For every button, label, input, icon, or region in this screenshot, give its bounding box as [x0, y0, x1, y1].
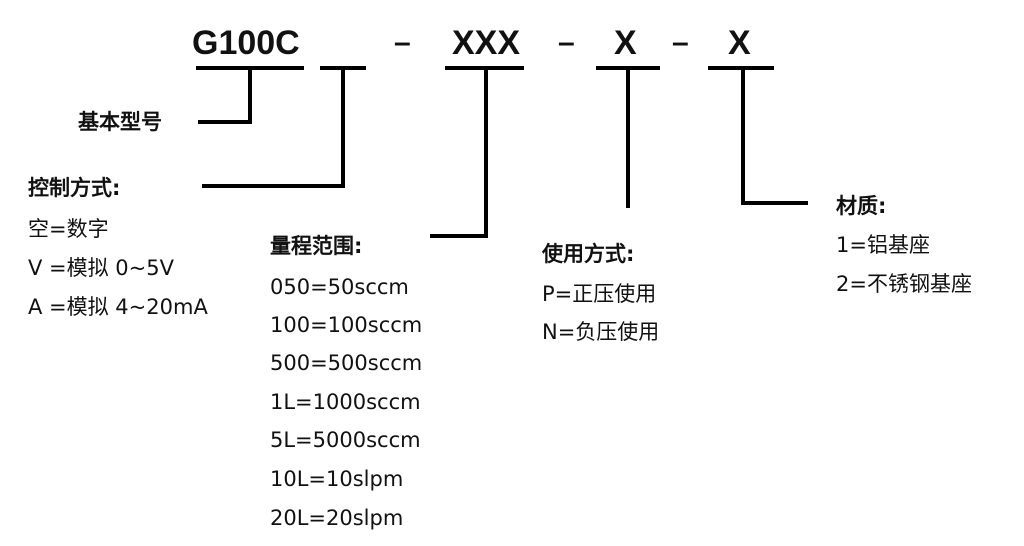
code-dash-3: – — [672, 26, 689, 59]
code-dash-2: – — [558, 26, 575, 59]
code-dash-1: – — [394, 26, 411, 59]
control-title: 控制方式: — [28, 176, 121, 200]
usage-option: N=负压使用 — [542, 320, 660, 344]
range-option: 5L=5000sccm — [270, 428, 421, 452]
connector-material — [741, 66, 808, 205]
connector-range — [430, 66, 488, 238]
range-option: 10L=10slpm — [270, 467, 404, 491]
base-model-label: 基本型号 — [78, 110, 162, 134]
control-option: V =模拟 0~5V — [28, 256, 174, 280]
material-option: 1=铝基座 — [836, 233, 930, 257]
code-base: G100C — [192, 24, 300, 62]
code-usage: X — [614, 24, 637, 62]
range-option: 100=100sccm — [270, 313, 423, 337]
usage-title: 使用方式: — [542, 242, 635, 266]
control-option: 空=数字 — [28, 217, 109, 241]
material-option: 2=不锈钢基座 — [836, 272, 972, 296]
range-title: 量程范围: — [270, 234, 363, 258]
code-range: XXX — [452, 24, 521, 62]
material-title: 材质: — [836, 194, 887, 218]
range-option: 1L=1000sccm — [270, 390, 421, 414]
connector-base — [198, 66, 252, 124]
connector-control — [202, 66, 345, 188]
range-option: 20L=20slpm — [270, 506, 404, 530]
code-material: X — [728, 24, 751, 62]
range-option: 500=500sccm — [270, 351, 423, 375]
control-option: A =模拟 4~20mA — [28, 295, 208, 319]
usage-option: P=正压使用 — [542, 282, 657, 306]
range-option: 050=50sccm — [270, 275, 409, 299]
